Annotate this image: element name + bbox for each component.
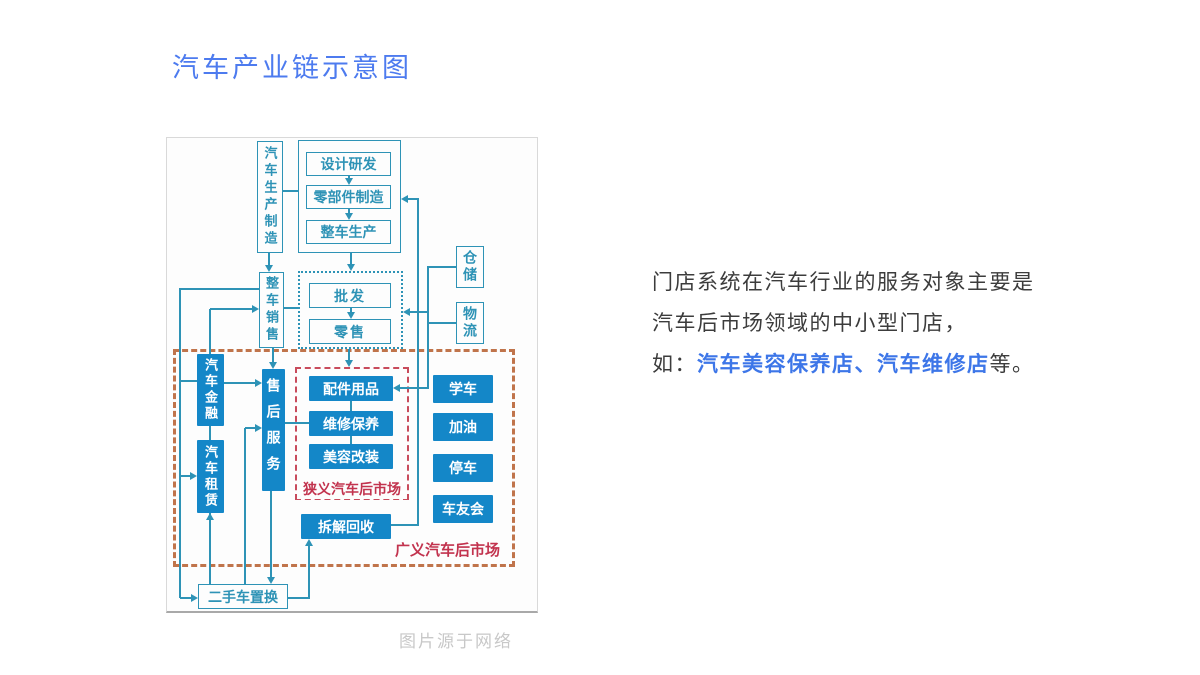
arrow-down-icon bbox=[347, 312, 355, 319]
production-container bbox=[298, 140, 401, 253]
node-maintenance: 维修保养 bbox=[309, 411, 393, 436]
arrow-right-icon bbox=[252, 305, 259, 313]
broad-aftermarket-label: 广义汽车后市场 bbox=[395, 542, 501, 559]
connector bbox=[210, 308, 253, 310]
connector bbox=[408, 198, 419, 200]
connector bbox=[350, 253, 352, 264]
node-logistics: 物流 bbox=[456, 302, 484, 344]
node-driving-school: 学车 bbox=[433, 375, 493, 403]
connector bbox=[409, 311, 428, 313]
arrow-down-icon bbox=[267, 577, 275, 584]
connector bbox=[350, 308, 352, 312]
arrow-up-icon bbox=[305, 539, 313, 546]
node-auto-finance: 汽车金融 bbox=[197, 354, 224, 426]
arrow-down-icon bbox=[269, 362, 277, 369]
connector bbox=[283, 190, 298, 192]
node-design: 设计研发 bbox=[306, 152, 391, 176]
connector bbox=[350, 401, 352, 411]
node-warehouse: 仓储 bbox=[456, 246, 484, 288]
arrow-down-icon bbox=[345, 213, 353, 220]
connector bbox=[428, 266, 456, 268]
arrow-up-icon bbox=[206, 513, 214, 520]
sales-container bbox=[298, 271, 403, 349]
node-vehicle-production: 整车生产 bbox=[306, 220, 391, 244]
slide-title: 汽车产业链示意图 bbox=[172, 53, 412, 83]
node-after-sales: 售后服务 bbox=[262, 369, 285, 491]
connector bbox=[180, 380, 197, 382]
connector bbox=[245, 427, 256, 429]
connector bbox=[244, 428, 246, 584]
broad-aftermarket-region bbox=[173, 349, 515, 567]
node-accessories: 配件用品 bbox=[309, 376, 393, 401]
description-line-1: 门店系统在汽车行业的服务对象主要是 bbox=[652, 271, 1035, 294]
arrow-right-icon bbox=[190, 472, 197, 480]
arrow-right-icon bbox=[255, 379, 262, 387]
connector bbox=[391, 524, 419, 526]
connector bbox=[348, 349, 350, 360]
narrow-aftermarket-region bbox=[295, 367, 409, 500]
connector bbox=[350, 436, 352, 444]
node-auto-rental: 汽车租赁 bbox=[197, 440, 224, 513]
connector bbox=[268, 253, 270, 265]
node-beauty-mod: 美容改装 bbox=[309, 444, 393, 469]
connector bbox=[308, 546, 310, 598]
arrow-down-icon bbox=[345, 360, 353, 367]
description-line-3: 如：汽车美容保养店、汽车维修店等。 bbox=[652, 344, 1152, 385]
node-production-group: 汽车生产制造 bbox=[257, 141, 283, 253]
connector bbox=[272, 348, 274, 362]
connector bbox=[348, 209, 350, 214]
arrow-left-icon bbox=[403, 308, 410, 316]
connector bbox=[428, 322, 456, 324]
image-source-caption: 图片源于网络 bbox=[399, 632, 513, 651]
line3-prefix: 如： bbox=[652, 353, 697, 376]
arrow-right-icon bbox=[191, 594, 198, 602]
arrow-right-icon bbox=[255, 424, 262, 432]
arrow-left-icon bbox=[401, 195, 408, 203]
connector bbox=[179, 288, 181, 598]
connector bbox=[399, 387, 428, 389]
node-car-club: 车友会 bbox=[433, 495, 493, 523]
industry-chain-diagram: 汽车生产制造 设计研发 零部件制造 整车生产 整车销售 批发 零售 仓储 物流 … bbox=[166, 137, 538, 613]
node-vehicle-sales: 整车销售 bbox=[259, 272, 284, 348]
arrow-down-icon bbox=[345, 178, 353, 185]
line3-highlight: 汽车美容保养店、汽车维修店 bbox=[697, 353, 990, 376]
arrow-down-icon bbox=[347, 264, 355, 271]
connector bbox=[270, 491, 272, 577]
node-dismantle-recycle: 拆解回收 bbox=[301, 514, 391, 539]
description-text: 门店系统在汽车行业的服务对象主要是 汽车后市场领域的中小型门店， 如：汽车美容保… bbox=[652, 262, 1152, 385]
arrow-down-icon bbox=[265, 265, 273, 272]
connector bbox=[285, 422, 309, 424]
connector bbox=[427, 266, 429, 389]
connector bbox=[224, 382, 256, 384]
narrow-aftermarket-label: 狭义汽车后市场 bbox=[297, 479, 407, 499]
node-refueling: 加油 bbox=[433, 413, 493, 441]
node-wholesale: 批发 bbox=[309, 283, 391, 308]
arrow-left-icon bbox=[393, 384, 400, 392]
connector bbox=[180, 475, 191, 477]
connector bbox=[288, 597, 310, 599]
description-line-2: 汽车后市场领域的中小型门店， bbox=[652, 312, 967, 335]
connector bbox=[180, 597, 192, 599]
node-parts: 零部件制造 bbox=[306, 185, 391, 209]
connector bbox=[417, 199, 419, 526]
connector bbox=[284, 307, 298, 309]
connector bbox=[180, 288, 259, 290]
node-parking: 停车 bbox=[433, 454, 493, 482]
node-used-car-exchange: 二手车置换 bbox=[198, 584, 288, 609]
line3-suffix: 等。 bbox=[989, 353, 1035, 376]
node-retail: 零售 bbox=[309, 319, 391, 344]
